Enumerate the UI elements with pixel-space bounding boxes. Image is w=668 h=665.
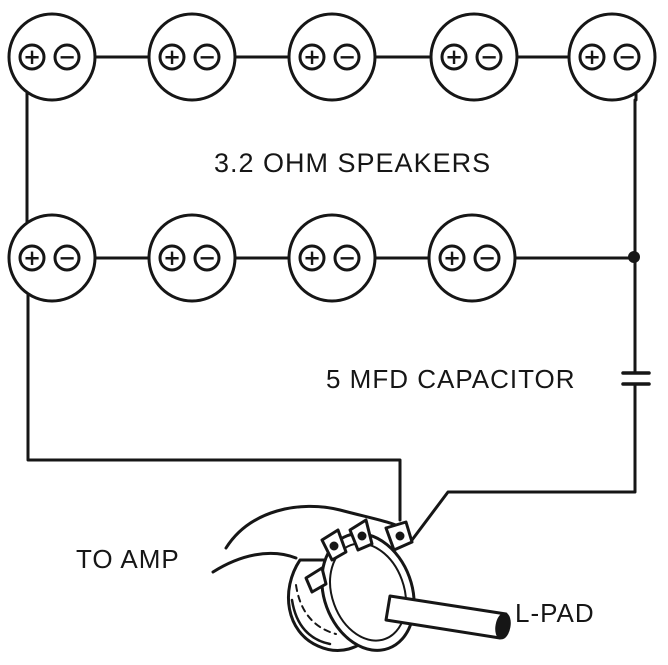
negative-sign: − (480, 45, 498, 69)
positive-terminal-icon: + (298, 244, 326, 272)
wire-capacitor-to-lpad (410, 382, 637, 542)
speaker: +− (147, 213, 237, 303)
negative-terminal-icon: − (473, 244, 501, 272)
wire-right-vertical (633, 65, 638, 374)
speaker: +− (287, 12, 377, 102)
negative-terminal-icon: − (53, 43, 81, 71)
to-amp-label: TO AMP (76, 544, 180, 574)
positive-terminal-icon: + (298, 43, 326, 71)
positive-sign: + (163, 45, 181, 69)
positive-terminal-icon: + (438, 244, 466, 272)
speakers-label: 3.2 OHM SPEAKERS (214, 148, 491, 178)
positive-sign: + (303, 45, 321, 69)
speakers: +−+−+−+−+−+−+−+−+− (7, 12, 657, 303)
lpad-icon (286, 518, 511, 652)
positive-sign: + (445, 45, 463, 69)
speaker: +− (427, 213, 517, 303)
speaker: +− (7, 213, 97, 303)
positive-sign: + (23, 45, 41, 69)
speaker: +− (147, 12, 237, 102)
speaker: +− (7, 12, 97, 102)
positive-sign: + (583, 45, 601, 69)
junction-dot (628, 251, 640, 263)
negative-sign: − (338, 45, 356, 69)
speaker: +− (287, 213, 377, 303)
positive-terminal-icon: + (18, 244, 46, 272)
positive-terminal-icon: + (158, 43, 186, 71)
negative-terminal-icon: − (475, 43, 503, 71)
positive-sign: + (23, 246, 41, 270)
capacitor-symbol (621, 371, 651, 386)
negative-sign: − (338, 246, 356, 270)
wire-amp-lead-2 (211, 551, 298, 574)
negative-sign: − (618, 45, 636, 69)
wire-amp-lead-1 (224, 504, 404, 550)
lpad-label: L-PAD (515, 598, 595, 628)
positive-terminal-icon: + (18, 43, 46, 71)
speaker: +− (567, 12, 657, 102)
negative-sign: − (198, 246, 216, 270)
positive-sign: + (443, 246, 461, 270)
negative-terminal-icon: − (333, 244, 361, 272)
wire-left-vertical-bottom (26, 266, 402, 522)
positive-sign: + (163, 246, 181, 270)
negative-sign: − (478, 246, 496, 270)
negative-sign: − (198, 45, 216, 69)
negative-terminal-icon: − (333, 43, 361, 71)
wires (25, 55, 638, 574)
speaker: +− (429, 12, 519, 102)
negative-terminal-icon: − (193, 244, 221, 272)
negative-sign: − (58, 45, 76, 69)
negative-terminal-icon: − (613, 43, 641, 71)
capacitor-label: 5 MFD CAPACITOR (326, 364, 576, 394)
negative-sign: − (58, 246, 76, 270)
positive-terminal-icon: + (578, 43, 606, 71)
positive-terminal-icon: + (440, 43, 468, 71)
positive-sign: + (303, 246, 321, 270)
negative-terminal-icon: − (53, 244, 81, 272)
positive-terminal-icon: + (158, 244, 186, 272)
negative-terminal-icon: − (193, 43, 221, 71)
